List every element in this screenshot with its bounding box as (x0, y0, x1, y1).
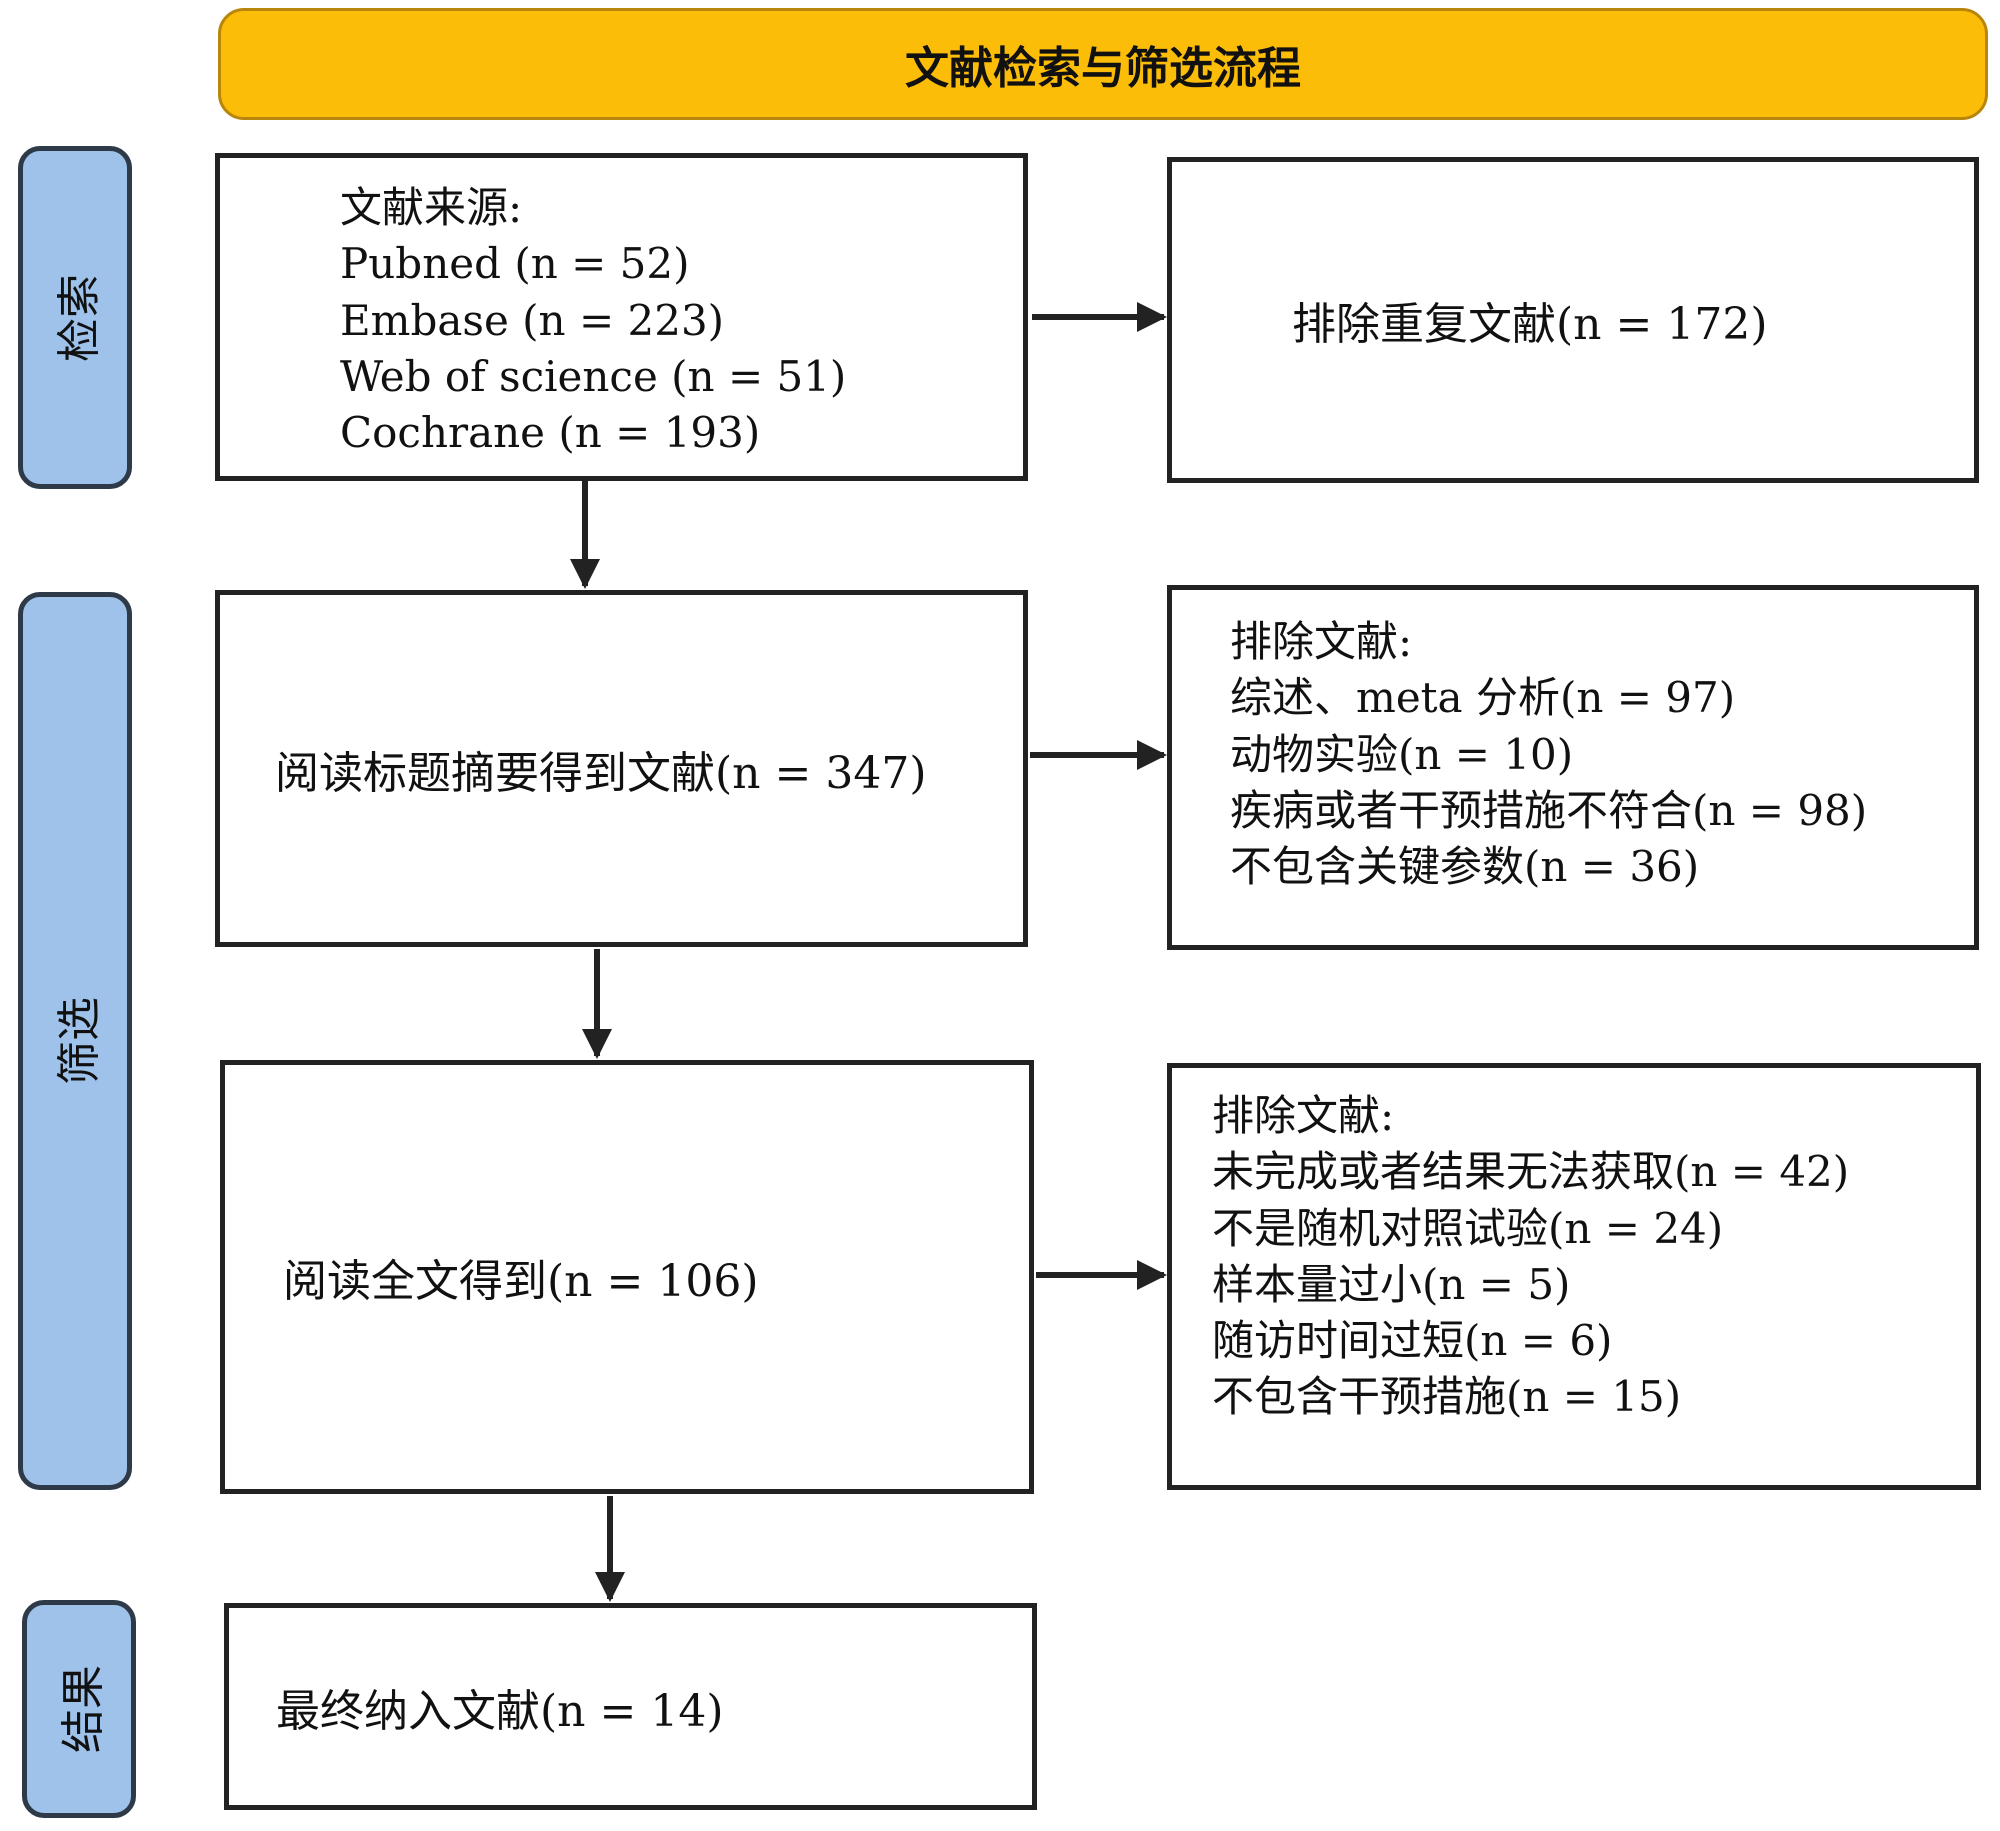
title-abstract-box: 阅读标题摘要得到文献(n = 347) (215, 590, 1028, 947)
exclusion-item: 综述、meta 分析(n = 97) (1230, 673, 1736, 723)
exclusion-item: 不包含关键参数(n = 36) (1230, 842, 1700, 892)
full-text-box: 阅读全文得到(n = 106) (220, 1060, 1034, 1494)
source-item: Web of science (n = 51) (340, 351, 847, 401)
exclusion-item: 不是随机对照试验(n = 24) (1212, 1203, 1724, 1253)
sources-title: 文献来源: (340, 183, 523, 232)
duplicates-label: 排除重复文献(n = 172) (1292, 299, 1768, 350)
phase-label-screening: 筛选 (18, 592, 132, 1490)
exclusions-box-1: 排除文献: 综述、meta 分析(n = 97) 动物实验(n = 10) 疾病… (1167, 585, 1979, 950)
flowchart-title: 文献检索与筛选流程 (218, 8, 1988, 120)
exclusion-item: 样本量过小(n = 5) (1212, 1259, 1571, 1309)
exclusion-item: 未完成或者结果无法获取(n = 42) (1212, 1147, 1850, 1197)
phase-label-search: 检索 (18, 146, 132, 489)
final-label: 最终纳入文献(n = 14) (276, 1685, 724, 1737)
source-item: Pubned (n = 52) (340, 239, 690, 289)
exclusions-title-2: 排除文献: (1212, 1091, 1395, 1140)
phase-label-result: 结果 (22, 1600, 136, 1818)
exclusions-list-1: 排除文献: 综述、meta 分析(n = 97) 动物实验(n = 10) 疾病… (1230, 614, 1974, 895)
final-box: 最终纳入文献(n = 14) (224, 1603, 1037, 1810)
source-item: Cochrane (n = 193) (340, 408, 761, 458)
exclusion-item: 疾病或者干预措施不符合(n = 98) (1230, 785, 1868, 835)
duplicates-box: 排除重复文献(n = 172) (1167, 157, 1979, 483)
exclusions-box-2: 排除文献: 未完成或者结果无法获取(n = 42) 不是随机对照试验(n = 2… (1167, 1063, 1981, 1490)
flowchart-title-text: 文献检索与筛选流程 (905, 43, 1301, 94)
sources-box: 文献来源: Pubned (n = 52) Embase (n = 223) W… (215, 153, 1028, 481)
exclusions-title-1: 排除文献: (1230, 617, 1413, 666)
sources-list: 文献来源: Pubned (n = 52) Embase (n = 223) W… (340, 180, 1023, 461)
full-text-label: 阅读全文得到(n = 106) (283, 1256, 759, 1307)
exclusion-item: 动物实验(n = 10) (1230, 729, 1574, 779)
title-abstract-label: 阅读标题摘要得到文献(n = 347) (275, 747, 927, 799)
exclusion-item: 随访时间过短(n = 6) (1212, 1316, 1613, 1366)
exclusions-list-2: 排除文献: 未完成或者结果无法获取(n = 42) 不是随机对照试验(n = 2… (1212, 1088, 1976, 1426)
exclusion-item: 不包含干预措施(n = 15) (1212, 1372, 1682, 1422)
source-item: Embase (n = 223) (340, 295, 725, 345)
